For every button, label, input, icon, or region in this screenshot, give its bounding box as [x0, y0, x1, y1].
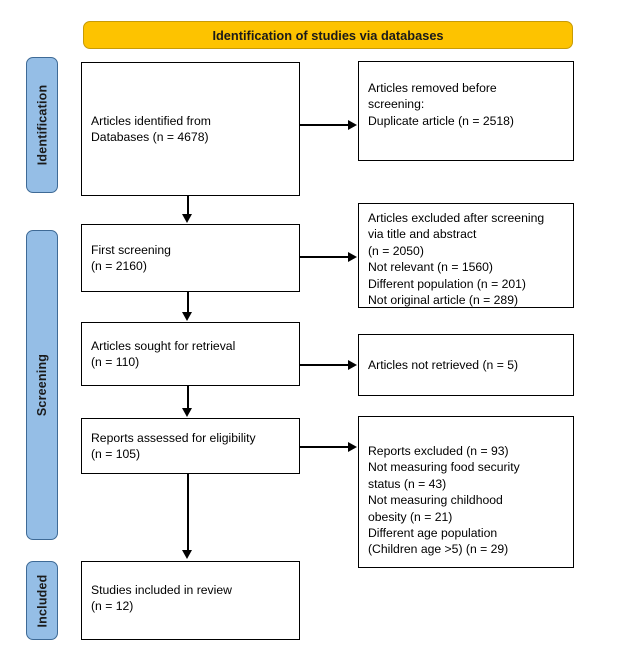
- node-first-screening: First screening (n = 2160): [81, 224, 300, 292]
- node-studies-included-in-review-text: Studies included in review (n = 12): [91, 583, 232, 614]
- node-articles-excluded-after-screening-text: Articles excluded after screening via ti…: [368, 211, 545, 308]
- node-articles-identified-text: Articles identified from Databases (n = …: [91, 113, 211, 144]
- node-articles-removed-before-screening-text: Articles removed before screening: Dupli…: [368, 81, 514, 128]
- node-studies-included-in-review: Studies included in review (n = 12): [81, 561, 300, 640]
- connector-assessed-eligibility-to-reports-excluded: [300, 446, 349, 448]
- node-articles-excluded-after-screening: Articles excluded after screening via ti…: [358, 203, 574, 308]
- connector-first-screening-to-sought-retrieval: [187, 292, 189, 313]
- connector-first-screening-to-excluded: [300, 256, 349, 258]
- node-articles-removed-before-screening: Articles removed before screening: Dupli…: [358, 61, 574, 161]
- phase-tab-included-label: Included: [35, 574, 49, 627]
- connector-assessed-eligibility-to-included: [187, 474, 189, 552]
- node-articles-sought-for-retrieval: Articles sought for retrieval (n = 110): [81, 322, 300, 386]
- banner-title: Identification of studies via databases: [212, 27, 444, 43]
- connector-sought-retrieval-to-not-retrieved: [300, 364, 349, 366]
- connector-sought-retrieval-to-assessed-eligibility: [187, 386, 189, 409]
- arrowhead-identified-to-removed: [348, 120, 357, 130]
- node-articles-not-retrieved: Articles not retrieved (n = 5): [358, 334, 574, 396]
- arrowhead-assessed-eligibility-to-reports-excluded: [348, 442, 357, 452]
- node-reports-excluded: Reports excluded (n = 93) Not measuring …: [358, 416, 574, 568]
- connector-identified-to-removed: [300, 124, 349, 126]
- arrowhead-first-screening-to-sought-retrieval: [182, 312, 192, 321]
- node-articles-identified: Articles identified from Databases (n = …: [81, 62, 300, 196]
- arrowhead-sought-retrieval-to-assessed-eligibility: [182, 408, 192, 417]
- arrowhead-identified-to-first-screening: [182, 214, 192, 223]
- node-reports-assessed-for-eligibility: Reports assessed for eligibility (n = 10…: [81, 418, 300, 474]
- arrowhead-assessed-eligibility-to-included: [182, 550, 192, 559]
- phase-tab-screening: Screening: [26, 230, 58, 540]
- phase-tab-identification-label: Identification: [35, 84, 50, 166]
- arrowhead-sought-retrieval-to-not-retrieved: [348, 360, 357, 370]
- arrowhead-first-screening-to-excluded: [348, 252, 357, 262]
- node-articles-sought-for-retrieval-text: Articles sought for retrieval (n = 110): [91, 338, 236, 369]
- node-reports-assessed-for-eligibility-text: Reports assessed for eligibility (n = 10…: [91, 430, 256, 461]
- node-first-screening-text: First screening (n = 2160): [91, 242, 171, 273]
- node-reports-excluded-text: Reports excluded (n = 93) Not measuring …: [368, 444, 520, 557]
- node-articles-not-retrieved-text: Articles not retrieved (n = 5): [368, 357, 519, 372]
- phase-tab-identification: Identification: [26, 57, 58, 193]
- phase-tab-included: Included: [26, 561, 58, 640]
- phase-tab-screening-label: Screening: [35, 353, 49, 417]
- connector-identified-to-first-screening: [187, 196, 189, 215]
- banner-identification-via-databases: Identification of studies via databases: [83, 21, 573, 49]
